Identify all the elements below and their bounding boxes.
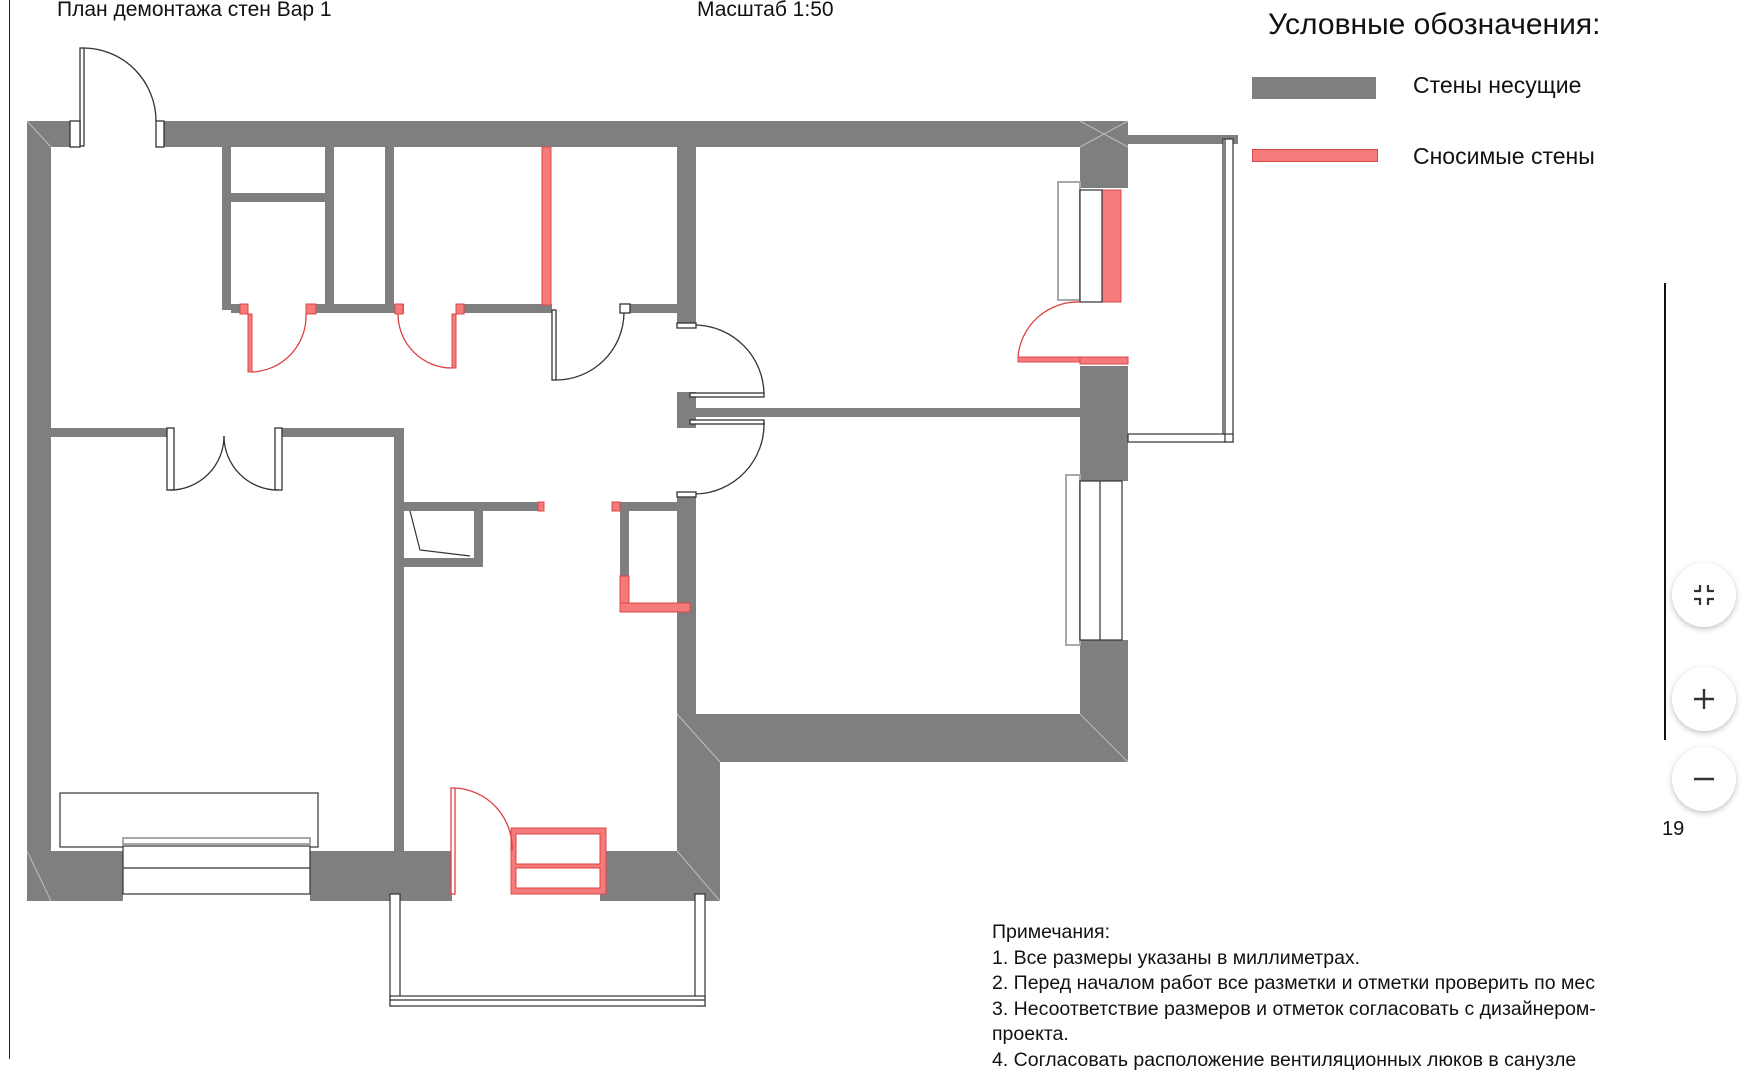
- wall-corner-marks: [27, 121, 1128, 901]
- pantry-shelf-line: [410, 511, 470, 556]
- note-line: 2. Перед началом работ все разметки и от…: [992, 971, 1664, 997]
- notes-block: Примечания: 1. Все размеры указаны в мил…: [992, 920, 1664, 1059]
- windows: [60, 182, 1122, 894]
- notes-title: Примечания:: [992, 920, 1664, 946]
- plus-icon: [1691, 686, 1717, 712]
- minus-icon: [1691, 766, 1717, 792]
- zoom-in-button[interactable]: [1672, 667, 1736, 731]
- scroll-track[interactable]: [1664, 283, 1666, 740]
- bearing-walls: [27, 121, 1238, 901]
- note-line: 4. Согласовать расположение вентиляционн…: [992, 1048, 1664, 1073]
- zoom-out-button[interactable]: [1672, 747, 1736, 811]
- compress-arrows-icon: [1691, 582, 1717, 608]
- fit-to-screen-button[interactable]: [1672, 563, 1736, 627]
- doors: [70, 48, 1080, 894]
- note-line: проекта.: [992, 1022, 1664, 1048]
- note-line: 3. Несоответствие размеров и отметок сог…: [992, 997, 1664, 1023]
- page-number: 19: [1662, 818, 1684, 841]
- note-line: 1. Все размеры указаны в миллиметрах.: [992, 946, 1664, 972]
